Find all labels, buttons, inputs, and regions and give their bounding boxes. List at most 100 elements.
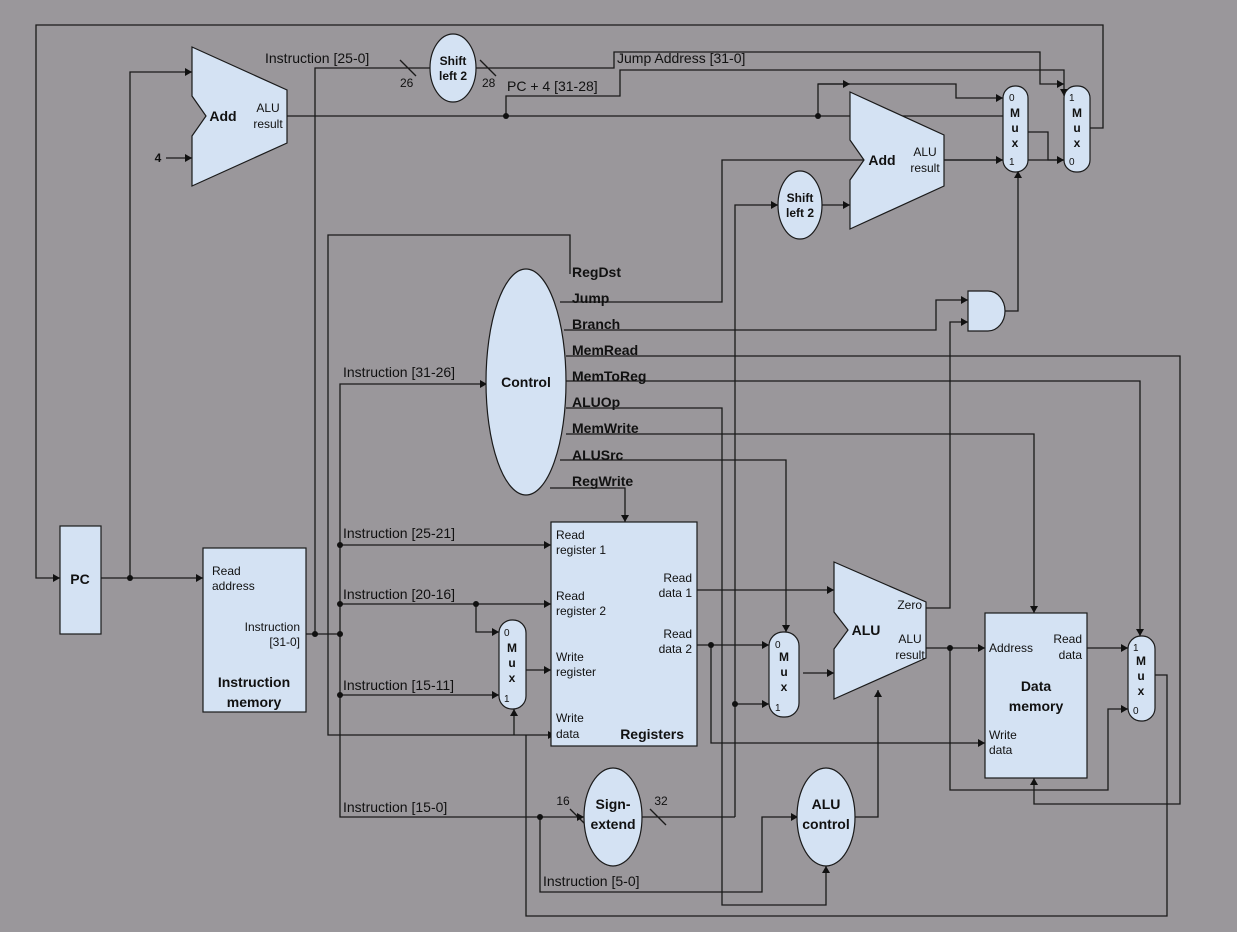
jump-mux-m: M — [1072, 106, 1082, 120]
signal-memread: MemRead — [572, 342, 638, 358]
imem-out-1: Instruction — [245, 620, 300, 634]
alu-result-label-1: ALU — [898, 632, 921, 646]
memtoreg-mux-u: u — [1137, 669, 1144, 683]
wire-aluop — [566, 407, 827, 906]
pc-label: PC — [70, 571, 89, 587]
reg-read-reg1-1: Read — [556, 528, 585, 542]
alusrc-mux-1: 1 — [775, 703, 781, 714]
label-instr-25-0: Instruction [25-0] — [265, 50, 369, 66]
wire-and-out — [1005, 171, 1019, 312]
bus-ticks — [399, 59, 667, 826]
shift-branch-label-2: left 2 — [786, 206, 814, 220]
signal-regdst: RegDst — [572, 264, 621, 280]
branch-and-gate — [967, 290, 1006, 332]
label-width-28: 28 — [482, 76, 496, 90]
branch-mux-1: 1 — [1009, 157, 1015, 168]
wire-alu-result-bypass — [949, 648, 1128, 791]
wire-writeback — [525, 674, 1168, 917]
alusrc-mux-0: 0 — [775, 640, 781, 651]
alu-control-label-2: control — [802, 816, 849, 832]
signal-regwrite: RegWrite — [572, 473, 633, 489]
signal-jump: Jump — [572, 290, 609, 306]
reg-write-reg-2: register — [556, 665, 596, 679]
wire-labels: Instruction [25-0] 26 28 Jump Address [3… — [265, 50, 745, 889]
wire-pc-to-add — [129, 71, 192, 578]
signal-memtoreg: MemToReg — [572, 368, 646, 384]
wire-alu-control-out — [854, 690, 879, 818]
wire-pc-plus-4-adder — [817, 83, 850, 116]
data-memory: Address Read data Write data Data memory — [984, 612, 1088, 779]
wire-alusrc — [560, 459, 787, 632]
reg-read-data1-1: Read — [663, 571, 692, 585]
shift-jump-label-1: Shift — [440, 54, 467, 68]
control-signal-labels: RegDst Jump Branch MemRead MemToReg ALUO… — [572, 264, 646, 489]
branch-adder-label: Add — [868, 152, 895, 168]
pc-register: PC — [59, 525, 102, 635]
memtoreg-mux-x: x — [1138, 684, 1145, 698]
signal-alusrc: ALUSrc — [572, 447, 624, 463]
alu-control-label-1: ALU — [812, 796, 841, 812]
wires — [35, 24, 1181, 917]
signal-aluop: ALUOp — [572, 394, 620, 410]
memtoreg-mux-m: M — [1136, 654, 1146, 668]
wire-instr-15-0 — [339, 634, 584, 818]
jump-mux-0: 0 — [1069, 157, 1075, 168]
regdst-mux-0: 0 — [504, 628, 510, 639]
wire-memtoreg — [566, 380, 1141, 636]
wire-regwrite — [550, 487, 626, 522]
reg-write-data-1: Write — [556, 711, 584, 725]
wire-instr-25-0 — [314, 67, 430, 633]
wire-read-data-2-mem — [710, 645, 985, 744]
label-instr-25-21: Instruction [25-21] — [343, 525, 455, 541]
branch-mux-m: M — [1010, 106, 1020, 120]
wire-signext-to-shift — [734, 204, 778, 817]
wire-regdst — [327, 234, 571, 736]
alusrc-mux-u: u — [780, 665, 787, 679]
memtoreg-mux-1: 1 — [1133, 643, 1139, 654]
alu-control: ALU control — [796, 767, 856, 867]
dmem-read-1: Read — [1053, 632, 1082, 646]
jump-mux-1: 1 — [1069, 93, 1075, 104]
main-alu: ALU Zero ALU result — [833, 561, 927, 700]
dmem-write-2: data — [989, 743, 1013, 757]
registers-title: Registers — [620, 726, 684, 742]
wire-pc4-to-branch-mux — [818, 83, 1003, 99]
label-instr-5-0: Instruction [5-0] — [543, 873, 640, 889]
branch-adder-out-label-2: result — [910, 161, 940, 175]
label-instr-15-0: Instruction [15-0] — [343, 799, 447, 815]
alu-zero-label: Zero — [897, 598, 922, 612]
reg-read-data1-2: data 1 — [659, 586, 693, 600]
reg-write-reg-1: Write — [556, 650, 584, 664]
jump-mux-x: x — [1074, 136, 1081, 150]
reg-read-reg1-2: register 1 — [556, 543, 606, 557]
label-instr-31-26: Instruction [31-26] — [343, 364, 455, 380]
label-width-26: 26 — [400, 76, 414, 90]
reg-read-reg2-1: Read — [556, 589, 585, 603]
jump-mux-u: u — [1073, 121, 1080, 135]
jump-mux: 1 M u x 0 — [1063, 85, 1091, 173]
branch-adder: Add ALU result — [849, 91, 945, 230]
pc-adder-out-label-2: result — [253, 117, 283, 131]
branch-adder-out-label-1: ALU — [913, 145, 936, 159]
memtoreg-mux-0: 0 — [1133, 706, 1139, 717]
label-jump-address: Jump Address [31-0] — [617, 50, 745, 66]
shift-left-jump: Shift left 2 — [429, 33, 477, 103]
wire-pc4-upper — [505, 69, 1065, 116]
dmem-address-label: Address — [989, 641, 1033, 655]
const-4-label: 4 — [155, 151, 162, 165]
wire-jump-shift-out — [476, 51, 1064, 85]
alusrc-mux-x: x — [781, 680, 788, 694]
pc-adder-label: Add — [209, 108, 236, 124]
imem-read-address-1: Read — [212, 564, 241, 578]
label-pc4-31-28: PC + 4 [31-28] — [507, 78, 598, 94]
regdst-mux-u: u — [508, 656, 515, 670]
shift-jump-label-2: left 2 — [439, 69, 467, 83]
branch-mux-x: x — [1012, 136, 1019, 150]
regdst-mux: 0 M u x 1 — [498, 619, 527, 710]
shift-left-branch: Shift left 2 — [777, 170, 823, 240]
sign-extend-out-width: 32 — [654, 794, 668, 808]
dmem-write-1: Write — [989, 728, 1017, 742]
wire-next-pc — [35, 24, 1104, 579]
